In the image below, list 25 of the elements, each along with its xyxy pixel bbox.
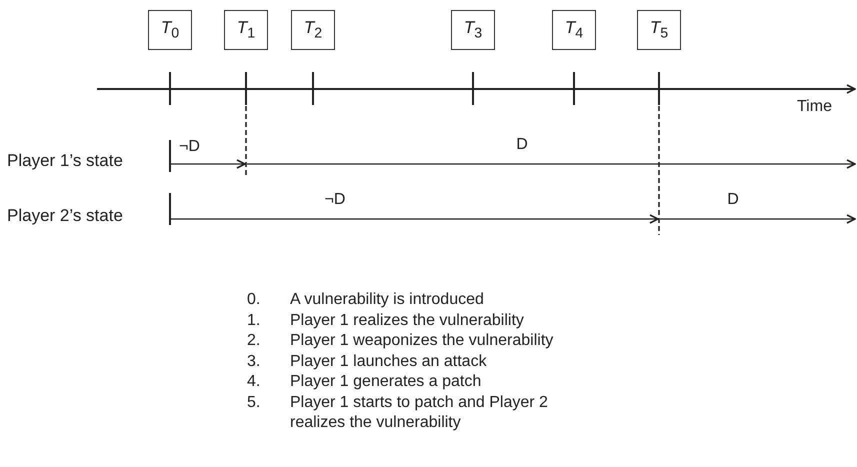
time-point-box: T$_{1}$ [224,10,268,50]
list-item-text: Player 1 weaponizes the vulnerability [290,331,554,351]
list-number: 0. [247,290,260,310]
list-number: 3. [247,352,260,372]
state-label: ¬D [179,137,200,157]
list-number: 2. [247,331,260,351]
time-point-box: T$_{4}$ [552,10,596,50]
state-label: D [727,190,739,210]
list-number: 4. [247,372,260,392]
time-point-box: T$_{0}$ [148,10,192,50]
time-point-box: T$_{5}$ [637,10,681,50]
list-number: 1. [247,310,260,330]
list-item-text: Player 1 realizes the vulnerability [290,310,525,330]
row-label: Player 1’s state [7,151,123,171]
row-label: Player 2’s state [7,206,123,226]
axis-label: Time [797,97,832,117]
state-label: D [516,135,528,155]
list-item-text: A vulnerability is introduced [290,290,485,310]
list-number: 5. [247,392,260,412]
list-item-text: Player 1 starts to patch and Player 2 realizes the vulnerability [290,392,549,432]
list-item-text: Player 1 launches an attack [290,352,488,372]
list-item-text: Player 1 generates a patch [290,372,482,392]
state-label: ¬D [324,190,346,210]
time-point-box: T$_{3}$ [451,10,495,50]
time-point-box: T$_{2}$ [291,10,335,50]
